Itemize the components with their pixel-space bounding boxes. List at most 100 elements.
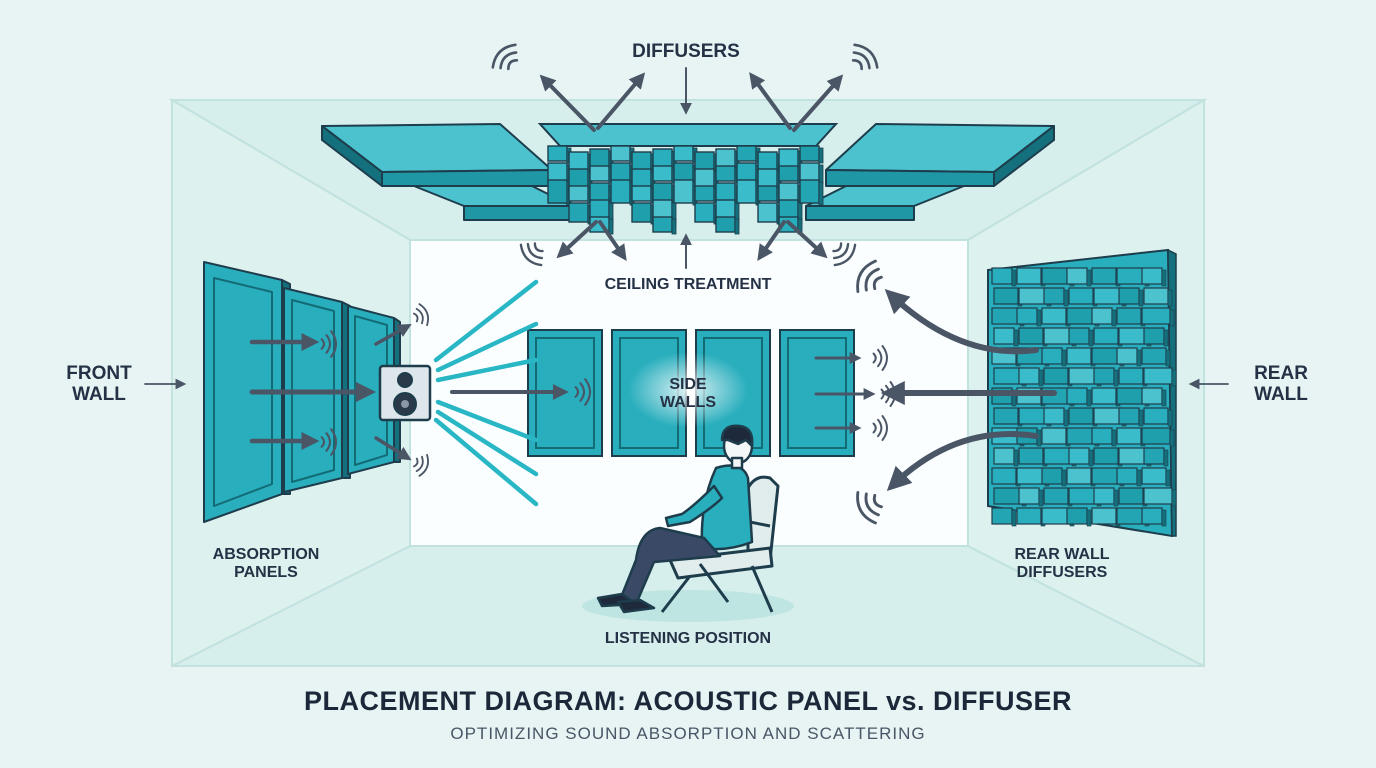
diffuser-block bbox=[993, 287, 1023, 307]
diffuser-block bbox=[1118, 287, 1144, 307]
diffuser-block bbox=[1143, 407, 1173, 427]
sound-wave-icon bbox=[832, 242, 857, 267]
sound-wave-icon bbox=[491, 43, 519, 71]
sound-wave-icons bbox=[320, 43, 896, 525]
diffuser-block bbox=[1141, 427, 1175, 447]
diffuser-block bbox=[1143, 287, 1173, 307]
diffuser-block bbox=[1091, 307, 1117, 327]
diffuser-block bbox=[1143, 327, 1169, 347]
diffuser-block bbox=[1043, 367, 1073, 387]
diffuser-block bbox=[1041, 427, 1071, 447]
sound-wave-icon bbox=[412, 303, 429, 327]
diffuser-block bbox=[1116, 347, 1142, 367]
diffuser-block bbox=[993, 327, 1019, 347]
diffuser-block bbox=[652, 216, 677, 235]
diagram-title: PLACEMENT DIAGRAM: ACOUSTIC PANEL vs. DI… bbox=[303, 686, 1073, 716]
diffuser-block bbox=[631, 202, 656, 225]
chair-icon bbox=[660, 475, 780, 613]
diffuser-block bbox=[1093, 487, 1119, 507]
diffuser-block bbox=[1066, 267, 1092, 287]
diffuser-block bbox=[1143, 367, 1177, 387]
sound-wave-icon bbox=[856, 259, 883, 293]
diffuser-block bbox=[1118, 367, 1148, 387]
diffuser-block bbox=[610, 145, 635, 164]
diffuser-block bbox=[736, 145, 761, 164]
diffuser-block bbox=[1041, 347, 1067, 367]
diffuser-block bbox=[993, 407, 1023, 427]
diffuser-block bbox=[1041, 467, 1067, 487]
sound-wave-icon bbox=[320, 330, 338, 358]
diffuser-block bbox=[736, 179, 761, 206]
diffuser-block bbox=[799, 145, 824, 164]
diffuser-block bbox=[715, 165, 740, 184]
sound-wave-icon bbox=[856, 491, 883, 525]
diffuser-block bbox=[1141, 387, 1167, 407]
diffuser-block bbox=[1066, 387, 1092, 407]
diffuser-block bbox=[1093, 447, 1123, 467]
sound-wave-icon bbox=[851, 43, 879, 71]
ceiling-diffuser bbox=[537, 123, 839, 235]
diffuser-block bbox=[568, 185, 593, 204]
diffuser-block bbox=[1118, 487, 1148, 507]
sound-rays bbox=[433, 279, 539, 507]
diffuser-block bbox=[1091, 427, 1117, 447]
diffuser-block bbox=[1141, 467, 1171, 487]
sound-wave-icon bbox=[519, 242, 544, 267]
diffuser-block bbox=[547, 145, 572, 164]
diffusers-label: DIFFUSERS bbox=[632, 41, 740, 62]
diffuser-block bbox=[799, 179, 824, 206]
person-icon bbox=[596, 424, 754, 614]
diffuser-block bbox=[1093, 367, 1119, 387]
diffuser-block bbox=[1066, 467, 1096, 487]
diffuser-block bbox=[1093, 327, 1123, 347]
diffuser-block bbox=[568, 202, 593, 225]
ceiling-panel-right bbox=[805, 123, 1055, 221]
diffuser-block bbox=[715, 216, 740, 235]
diffuser-block bbox=[1043, 487, 1073, 507]
diffuser-block bbox=[1068, 287, 1098, 307]
diffuser-block bbox=[1141, 267, 1167, 287]
sound-wave-icon bbox=[574, 378, 592, 406]
diffuser-block bbox=[1141, 347, 1171, 367]
diffuser-block bbox=[1116, 307, 1146, 327]
ceiling-treatment-label: CEILING TREATMENT bbox=[604, 276, 772, 293]
diffuser-block bbox=[1018, 367, 1044, 387]
diffuser-block bbox=[652, 165, 677, 184]
listening-position-label: LISTENING POSITION bbox=[604, 630, 772, 647]
diffuser-block bbox=[610, 179, 635, 206]
diffuser-block bbox=[1143, 447, 1169, 467]
diffuser-block bbox=[778, 165, 803, 184]
sound-wave-icon bbox=[320, 428, 338, 456]
diffuser-block bbox=[547, 179, 572, 206]
diffuser-block bbox=[1091, 507, 1121, 527]
diffuser-block bbox=[673, 145, 698, 164]
diffuser-block bbox=[1068, 447, 1094, 467]
diffuser-block bbox=[1018, 447, 1048, 467]
ceiling-absorption-panels bbox=[321, 123, 1055, 221]
diffuser-block bbox=[993, 447, 1019, 467]
diagram-subtitle: OPTIMIZING SOUND ABSORPTION AND SCATTERI… bbox=[450, 724, 926, 743]
rear-wall-diffuser bbox=[987, 248, 1177, 538]
diffuser-block bbox=[1018, 487, 1044, 507]
diffuser-block bbox=[694, 202, 719, 225]
diffuser-block bbox=[1043, 287, 1069, 307]
diffuser-block bbox=[799, 162, 824, 185]
reflection-arrows bbox=[144, 67, 1229, 492]
diffuser-block bbox=[1116, 427, 1146, 447]
diffuser-block bbox=[757, 202, 782, 225]
diffuser-block bbox=[1018, 327, 1048, 347]
diffuser-block bbox=[1068, 407, 1098, 427]
sound-wave-icon bbox=[412, 453, 429, 477]
diffuser-block bbox=[1116, 467, 1142, 487]
diffuser-block bbox=[631, 185, 656, 204]
side-walls-glow bbox=[628, 352, 748, 428]
diffuser-block bbox=[1066, 347, 1096, 367]
speaker-icon bbox=[378, 364, 432, 422]
diffuser-block bbox=[1016, 267, 1046, 287]
diffuser-block bbox=[991, 507, 1017, 527]
diffuser-block bbox=[991, 467, 1021, 487]
diffuser-block bbox=[1141, 507, 1167, 527]
